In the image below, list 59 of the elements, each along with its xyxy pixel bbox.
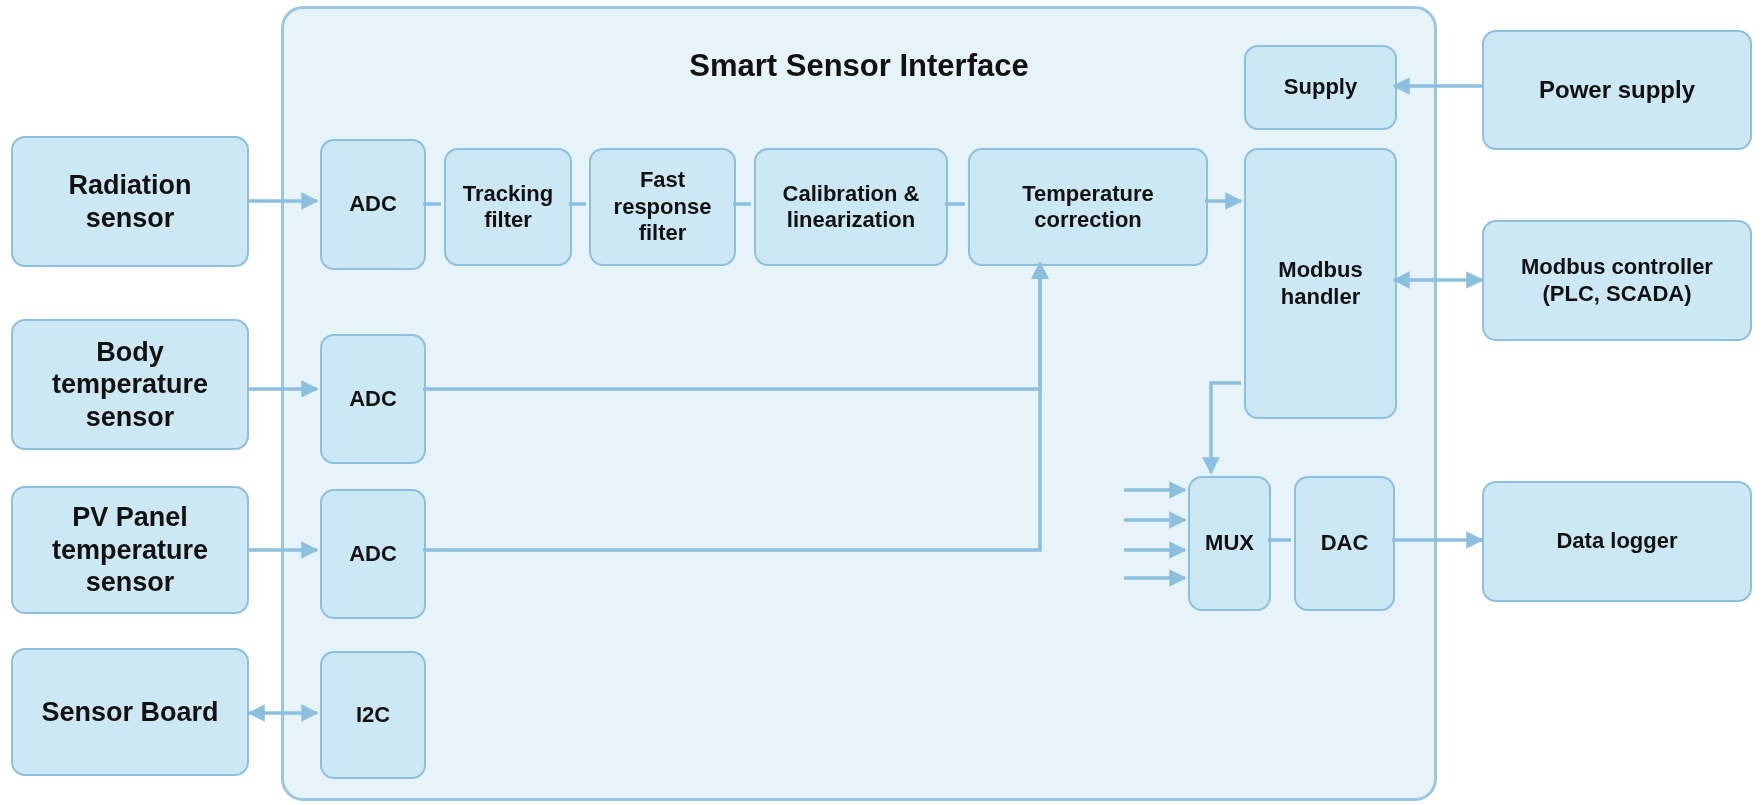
process-box (444, 148, 572, 266)
node-label: ADC (349, 191, 397, 218)
arrow (1124, 569, 1187, 587)
node-label: DAC (1320, 530, 1369, 557)
double-arrow (247, 704, 319, 722)
arrow (1392, 531, 1484, 549)
process-box (11, 319, 249, 450)
process-box (1244, 148, 1397, 419)
group-title: Smart Sensor Interface (688, 47, 1030, 85)
process-box (320, 489, 426, 619)
arrow (1205, 192, 1243, 210)
node-label: Radiation sensor (67, 169, 193, 234)
process-box (320, 651, 426, 779)
process-box (320, 139, 426, 270)
double-arrow (1392, 271, 1484, 289)
arrow (1124, 541, 1187, 559)
arrow (1124, 481, 1187, 499)
node-label: Power supply (1538, 75, 1695, 105)
arrow (1124, 511, 1187, 529)
arrow (1202, 381, 1241, 475)
node-label: Fast response filter (612, 167, 713, 247)
arrow (249, 192, 319, 210)
node-label: Calibration & linearization (781, 180, 921, 234)
process-box (11, 648, 249, 776)
node-label: Temperature correction (1021, 180, 1155, 234)
node-label: I2C (355, 701, 391, 729)
process-box (11, 486, 249, 614)
connector-line (733, 202, 751, 206)
node-label: ADC (349, 385, 397, 413)
process-box (968, 148, 1208, 266)
process-box (1482, 481, 1752, 602)
arrow (249, 380, 319, 398)
node-label: Tracking filter (462, 180, 554, 234)
process-box (754, 148, 948, 266)
node-label: MUX (1205, 530, 1254, 557)
process-box (1294, 476, 1395, 611)
process-box (1482, 220, 1752, 341)
node-label: Data logger (1556, 528, 1678, 555)
node-label: Body temperature sensor (50, 335, 210, 434)
connector-line (423, 202, 441, 206)
process-box (11, 136, 249, 267)
process-box (1244, 45, 1397, 130)
node-label: ADC (349, 540, 397, 568)
process-box (320, 334, 426, 464)
node-label: Sensor Board (41, 695, 219, 729)
arrow (1392, 77, 1482, 95)
connector-line (569, 202, 586, 206)
arrow (249, 541, 319, 559)
node-label: Modbus controller (PLC, SCADA) (1520, 254, 1714, 307)
process-box (1188, 476, 1271, 611)
group-panel (281, 6, 1437, 801)
process-box (1482, 30, 1752, 150)
connector-line (1268, 538, 1291, 542)
node-label: Supply (1283, 74, 1358, 101)
connector-line (945, 202, 965, 206)
process-box (589, 148, 736, 266)
node-label: PV Panel temperature sensor (50, 501, 210, 599)
arrow (423, 261, 1049, 552)
node-label: Modbus handler (1277, 257, 1364, 310)
